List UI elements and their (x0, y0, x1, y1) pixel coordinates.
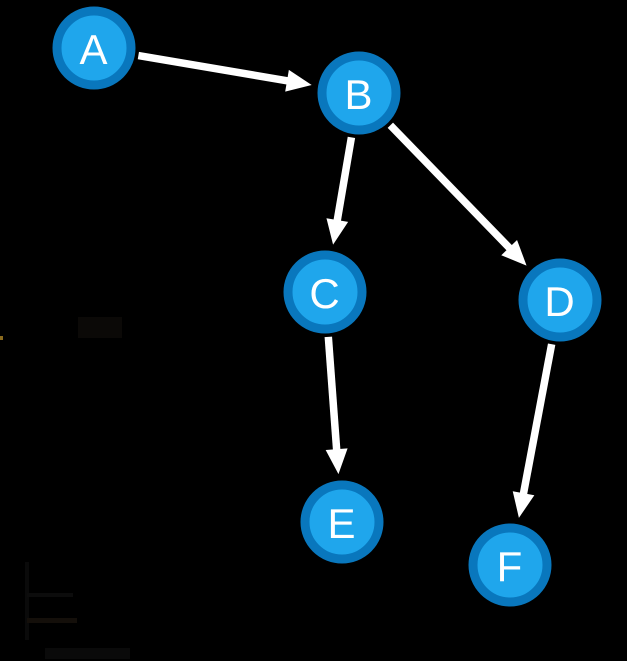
arrowhead-icon (326, 218, 349, 245)
node-circle-D[interactable] (518, 258, 602, 342)
node-label-A: A (79, 26, 108, 73)
edge-shaft-C-E (324, 336, 341, 454)
node-label-B: B (344, 71, 373, 118)
edge-shaft-A-B (137, 51, 292, 86)
edge-B-C (326, 136, 356, 245)
node-circle-F[interactable] (468, 523, 552, 607)
edge-A-B (137, 51, 312, 92)
edge-shaft-D-F (519, 343, 556, 498)
node-label-D: D (544, 278, 575, 325)
arrowhead-icon (285, 69, 312, 92)
edge-shaft-B-C (332, 136, 356, 225)
node-circle-E[interactable] (300, 480, 384, 564)
arrowhead-icon (325, 448, 348, 475)
node-A[interactable]: A (52, 6, 136, 90)
node-F[interactable]: F (468, 523, 552, 607)
node-E[interactable]: E (300, 480, 384, 564)
arrowhead-icon (512, 491, 535, 518)
node-circle-B[interactable] (317, 51, 401, 135)
edge-D-F (512, 343, 556, 518)
edge-B-D (387, 122, 527, 266)
edge-shaft-B-D (387, 122, 515, 254)
node-circle-C[interactable] (283, 250, 367, 334)
node-D[interactable]: D (518, 258, 602, 342)
node-B[interactable]: B (317, 51, 401, 135)
node-label-E: E (327, 500, 356, 547)
node-C[interactable]: C (283, 250, 367, 334)
edge-C-E (324, 336, 348, 475)
node-label-C: C (309, 270, 340, 317)
arrowhead-icon (501, 239, 527, 266)
node-circle-A[interactable] (52, 6, 136, 90)
node-label-F: F (497, 543, 524, 590)
